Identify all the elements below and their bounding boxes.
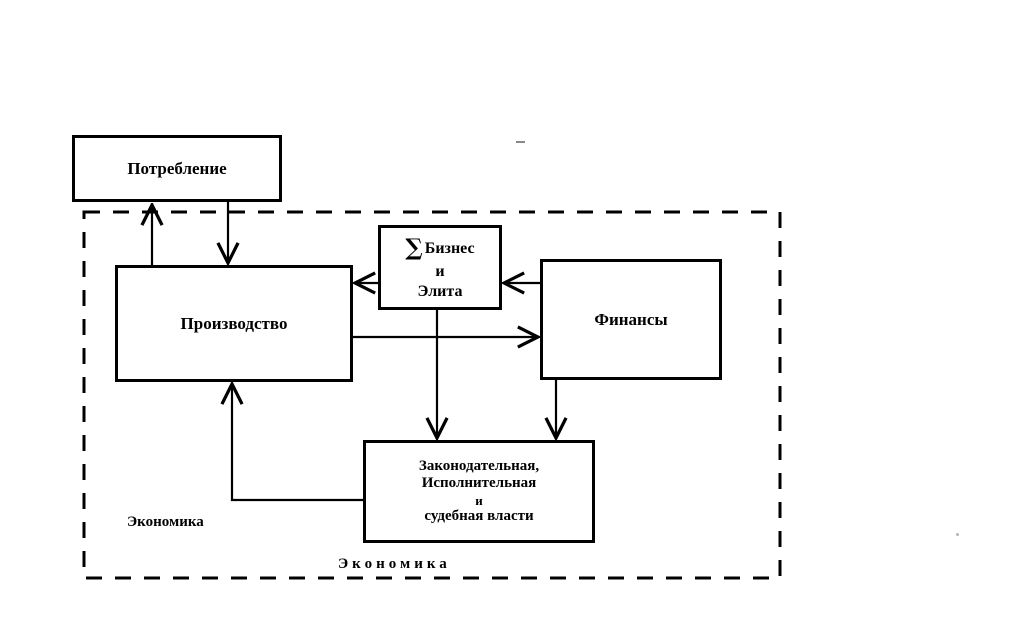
node-government-branches[interactable]: Законодательная, Исполнительная и судебн…: [363, 440, 595, 543]
economy-label-inner: Экономика: [127, 514, 204, 530]
economy-boundary: [82, 210, 782, 580]
node-government-branches-label: Законодательная, Исполнительная и судебн…: [366, 458, 592, 525]
economy-label-border: Экономика: [338, 556, 451, 572]
edge-government-to-production: [232, 385, 363, 502]
node-business-elite-line-2: и: [435, 263, 445, 280]
node-production[interactable]: Производство: [115, 265, 353, 382]
stray-dot: [956, 533, 959, 536]
node-production-label: Производство: [118, 314, 350, 333]
sigma-icon: ∑: [405, 233, 423, 261]
node-consumption-line-1: Потребление: [127, 158, 227, 178]
node-business-elite-line-1: ∑Бизнес: [385, 234, 495, 262]
node-business-elite-label: ∑Бизнес и Элита: [381, 234, 499, 301]
node-government-line-1: Законодательная,: [418, 457, 540, 474]
stray-mark: [516, 141, 525, 143]
node-government-line-4: судебная власти: [424, 507, 534, 524]
node-government-line-3: и: [475, 492, 483, 508]
node-finance[interactable]: Финансы: [540, 259, 722, 380]
node-finance-label: Финансы: [543, 310, 719, 329]
node-consumption-label: Потребление: [75, 159, 279, 178]
node-business-elite[interactable]: ∑Бизнес и Элита: [378, 225, 502, 310]
node-business-elite-line-3: Элита: [417, 282, 463, 300]
node-business-elite-word-1: Бизнес: [424, 239, 475, 257]
node-finance-line-1: Финансы: [594, 309, 668, 329]
node-consumption[interactable]: Потребление: [72, 135, 282, 202]
node-production-line-1: Производство: [180, 313, 288, 333]
node-government-line-2: Исполнительная: [421, 475, 537, 492]
